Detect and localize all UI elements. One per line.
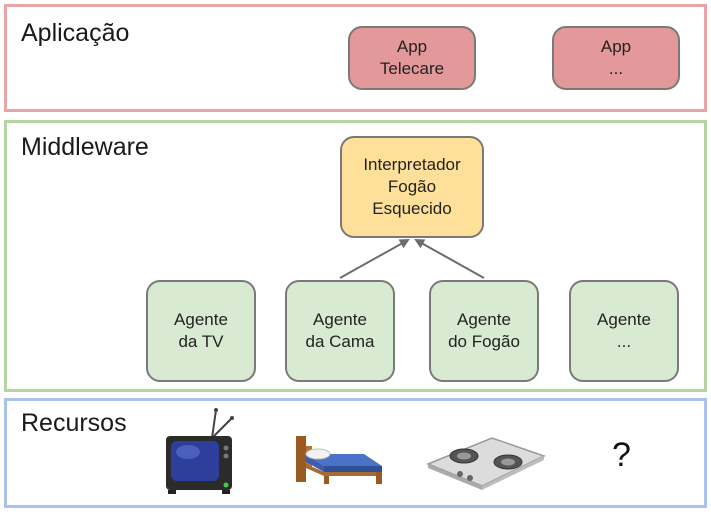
middleware-layer-title: Middleware <box>21 133 149 161</box>
app-telecare-box: App Telecare <box>348 26 476 90</box>
agent-other-line-1: Agente <box>597 310 651 329</box>
bed-icon <box>294 432 386 484</box>
app-other-box: App ... <box>552 26 680 90</box>
interpreter-line-2: Fogão <box>387 177 437 196</box>
agent-cama-line-2: da Cama <box>305 332 375 351</box>
arrow-cama-to-interpreter <box>339 239 410 279</box>
interpreter-line-1: Interpretador <box>363 155 461 174</box>
application-layer: Aplicação <box>4 4 707 112</box>
unknown-resource-question-mark: ? <box>612 436 631 474</box>
agent-fogao-box: Agente do Fogão <box>429 280 539 382</box>
agent-cama-line-1: Agente <box>313 310 367 329</box>
agent-tv-line-1: Agente <box>174 310 228 329</box>
application-layer-title: Aplicação <box>21 19 130 47</box>
interpreter-box: Interpretador Fogão Esquecido <box>340 136 484 238</box>
middleware-layer: Middleware <box>4 120 707 392</box>
app-other-line-1: App <box>600 37 632 56</box>
app-telecare-line-2: Telecare <box>379 59 445 78</box>
app-other-line-2: ... <box>608 59 624 78</box>
stove-icon <box>424 434 546 490</box>
agent-tv-box: Agente da TV <box>146 280 256 382</box>
agent-cama-box: Agente da Cama <box>285 280 395 382</box>
arrow-fogao-to-interpreter <box>414 239 485 279</box>
tv-icon <box>160 408 240 496</box>
app-telecare-line-1: App <box>396 37 428 56</box>
interpreter-line-3: Esquecido <box>372 199 452 218</box>
agent-other-box: Agente ... <box>569 280 679 382</box>
resources-layer-title: Recursos <box>21 409 127 437</box>
resources-layer: Recursos <box>4 398 707 508</box>
agent-other-line-2: ... <box>616 332 632 351</box>
agent-tv-line-2: da TV <box>178 332 224 351</box>
agent-fogao-line-1: Agente <box>457 310 511 329</box>
agent-fogao-line-2: do Fogão <box>448 332 520 351</box>
